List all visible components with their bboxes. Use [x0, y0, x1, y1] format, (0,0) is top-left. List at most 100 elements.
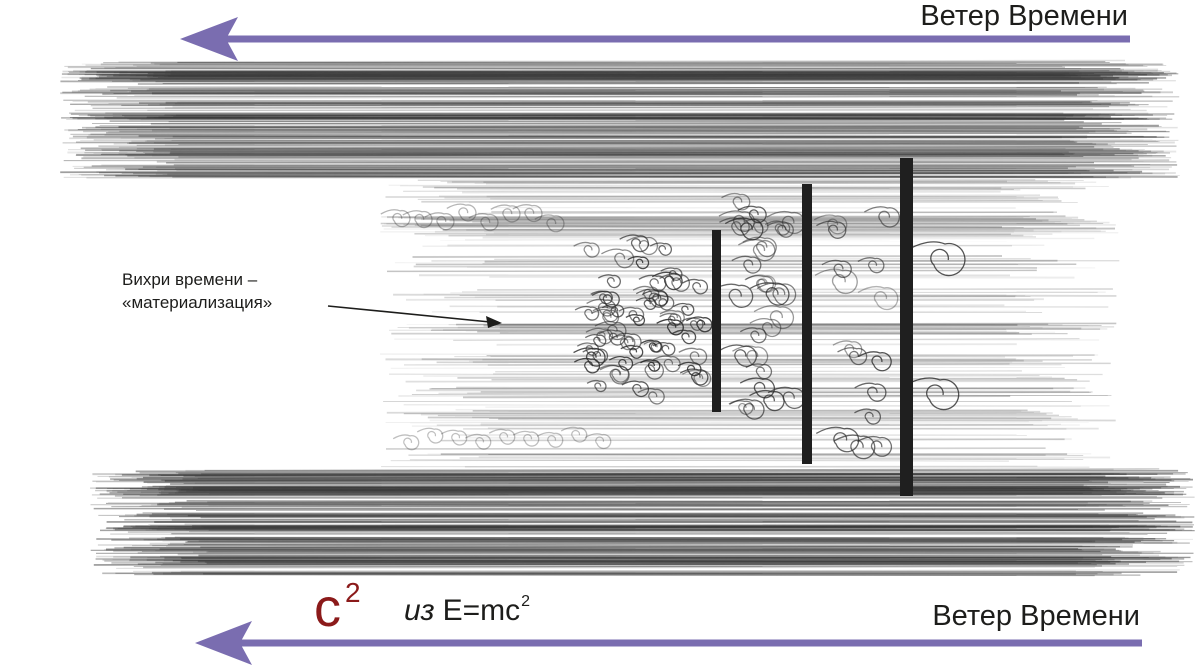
pencil-stroke — [184, 523, 1161, 527]
vertical-barriers — [712, 158, 913, 496]
pencil-stroke — [136, 65, 1167, 67]
pencil-stroke — [163, 559, 1109, 562]
pencil-stroke — [84, 95, 1180, 98]
pencil-stroke — [174, 500, 1131, 504]
pencil-stroke — [416, 389, 1071, 393]
pencil-stroke — [144, 139, 1179, 142]
vortex-swirl — [678, 347, 708, 365]
pencil-stroke — [154, 137, 1087, 140]
pencil-stroke — [159, 102, 1120, 106]
vortex-swirl — [416, 427, 444, 444]
pencil-stroke — [186, 490, 1127, 494]
pencil-stroke — [208, 504, 1188, 508]
pencil-stroke — [117, 526, 1158, 529]
pencil-stroke — [121, 114, 1074, 117]
pencil-stroke — [462, 395, 1011, 399]
pencil-stroke — [438, 392, 1091, 394]
pencil-stroke — [141, 549, 1120, 552]
pencil-stroke — [412, 255, 1003, 258]
vortex-swirl — [440, 429, 468, 446]
pencil-stroke — [61, 117, 1160, 120]
pencil-stroke — [206, 550, 1142, 554]
pencil-stroke — [77, 79, 1141, 81]
pencil-stroke — [106, 489, 1117, 494]
pencil-stroke — [171, 113, 1101, 116]
pencil-stroke — [140, 528, 1086, 531]
pencil-stroke — [486, 354, 1095, 357]
pencil-stroke — [176, 169, 1133, 172]
vortex-swirl — [648, 294, 675, 311]
pencil-stroke — [159, 502, 1088, 505]
pencil-stroke — [400, 185, 1074, 188]
wind-of-time-label-bottom: Ветер Времени — [932, 600, 1140, 632]
pencil-stroke — [468, 360, 1013, 364]
pencil-stroke — [104, 174, 1094, 178]
vortex-swirl — [594, 320, 627, 341]
pencil-stroke — [417, 198, 1059, 200]
pencil-stroke — [457, 326, 1108, 330]
pencil-stroke — [101, 163, 1151, 166]
vortex-swirl — [631, 360, 664, 380]
pencil-stroke — [67, 72, 1082, 76]
vortex-swirl — [573, 347, 606, 367]
vortex-swirl — [814, 268, 858, 295]
pencil-stroke — [132, 525, 1138, 529]
pencil-stroke — [158, 487, 1092, 491]
pencil-stroke — [118, 59, 1126, 63]
pencil-stroke — [72, 165, 1132, 167]
pencil-stroke — [151, 571, 1178, 574]
vortex-swirl — [402, 210, 433, 229]
pencil-stroke — [99, 124, 1162, 127]
pencil-stroke — [116, 95, 1153, 99]
barrier-small — [712, 230, 721, 412]
pencil-stroke — [116, 566, 1095, 569]
pencil-stroke — [97, 544, 1083, 547]
pencil-stroke — [134, 155, 1070, 159]
pencil-stroke — [391, 226, 1097, 229]
pencil-stroke — [472, 409, 1028, 412]
vortex-swirl — [490, 204, 521, 223]
pencil-stroke — [160, 492, 1083, 495]
vortex-swirl — [677, 361, 702, 377]
pencil-stroke — [156, 159, 1170, 163]
pencil-stroke — [68, 70, 1080, 74]
pencil-stroke — [482, 263, 1019, 265]
pencil-stroke — [64, 129, 1117, 132]
pencil-stroke — [119, 480, 1189, 482]
pencil-stroke — [114, 495, 1157, 498]
pencil-stroke — [170, 148, 1127, 152]
pencil-stroke — [398, 216, 1030, 219]
pencil-stroke — [157, 537, 1167, 540]
pencil-stroke — [89, 76, 1119, 80]
pencil-stroke — [95, 77, 1104, 80]
c-exponent: 2 — [345, 577, 361, 608]
pencil-stroke — [173, 164, 1135, 168]
vortex-swirl — [424, 212, 455, 231]
vortex-swirl — [599, 365, 630, 383]
pencil-stroke — [489, 276, 1075, 279]
pencil-stroke — [391, 332, 1032, 335]
pencil-stroke — [431, 310, 1027, 313]
pencil-stroke — [95, 488, 1153, 492]
pencil-stroke — [487, 363, 1010, 366]
pencil-stroke — [70, 132, 1132, 136]
vortex-swirl — [753, 305, 795, 330]
vortex-swirl — [813, 214, 848, 235]
pencil-stroke — [129, 558, 1096, 562]
pencil-stroke — [408, 326, 1115, 329]
pencil-stroke — [434, 186, 1086, 190]
pencil-stroke — [188, 531, 1130, 534]
wind-of-time-label-top: Ветер Времени — [920, 0, 1128, 32]
pencil-stroke — [165, 101, 1091, 104]
equation: E=mc — [442, 594, 521, 627]
vortex-annotation-line1: Вихри времени – — [122, 270, 258, 289]
pencil-stroke — [155, 172, 1069, 175]
pencil-stroke — [432, 219, 1043, 222]
vortex-swirl — [574, 305, 600, 321]
pencil-stroke — [63, 160, 1177, 163]
pencil-stroke — [146, 558, 1102, 561]
vortex-swirl — [560, 426, 588, 443]
pencil-stroke — [456, 322, 1117, 326]
vortex-swirl — [608, 355, 634, 371]
